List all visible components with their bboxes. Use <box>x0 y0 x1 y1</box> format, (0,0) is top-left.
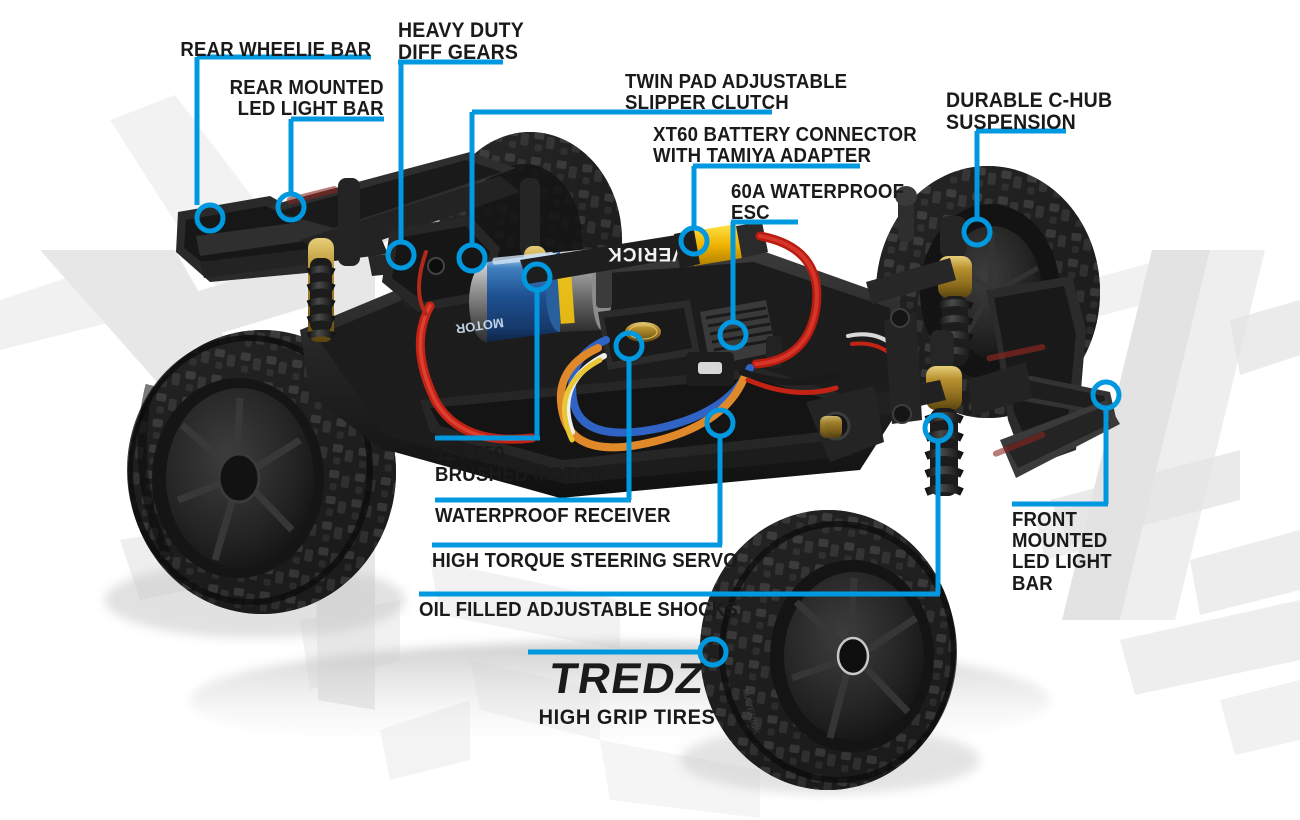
tredz-logo: TREDZ HIGH GRIP TIRES <box>534 655 720 730</box>
callout-label-durable-c-hub-suspension: DURABLE C-HUB SUSPENSION <box>946 89 1113 135</box>
front-left-upright <box>806 386 884 462</box>
callout-label-xt60-battery-connector: XT60 BATTERY CONNECTOR WITH TAMIYA ADAPT… <box>653 124 917 168</box>
callout-label-high-torque-steering-servo: HIGH TORQUE STEERING SERVO <box>432 550 738 572</box>
callout-label-rear-mounted-led-light-bar: REAR MOUNTED LED LIGHT BAR <box>229 77 384 121</box>
bg-chevron-group-right <box>1035 250 1300 755</box>
tredz-tagline: HIGH GRIP TIRES <box>538 706 716 729</box>
callout-label-oil-filled-adjustable-shocks: OIL FILLED ADJUSTABLE SHOCKS <box>419 599 739 621</box>
callout-label-rear-wheelie-bar: REAR WHEELIE BAR <box>179 39 371 61</box>
tire-front-left: MAVERICK <box>700 510 957 790</box>
callout-label-heavy-duty-diff-gears: HEAVY DUTY DIFF GEARS <box>398 19 524 65</box>
callout-label-twin-pad-adjustable-slipper-clutch: TWIN PAD ADJUSTABLE SLIPPER CLUTCH <box>625 71 848 115</box>
callout-label-waterproof-receiver: WATERPROOF RECEIVER <box>435 505 671 527</box>
callout-label-front-mounted-led-light-bar: FRONT MOUNTED LED LIGHT BAR <box>1012 509 1112 595</box>
front-led-light-bar <box>968 276 1120 478</box>
callout-label-12t-550-brushed-motor: 12T 550 BRUSHED MOTOR <box>435 443 604 487</box>
front-suspension <box>862 186 974 496</box>
tredz-wordmark: TREDZ <box>546 655 709 703</box>
callout-label-60a-waterproof-esc: 60A WATERPROOF ESC <box>731 181 905 225</box>
svg-text:MOTOR: MOTOR <box>454 315 504 337</box>
